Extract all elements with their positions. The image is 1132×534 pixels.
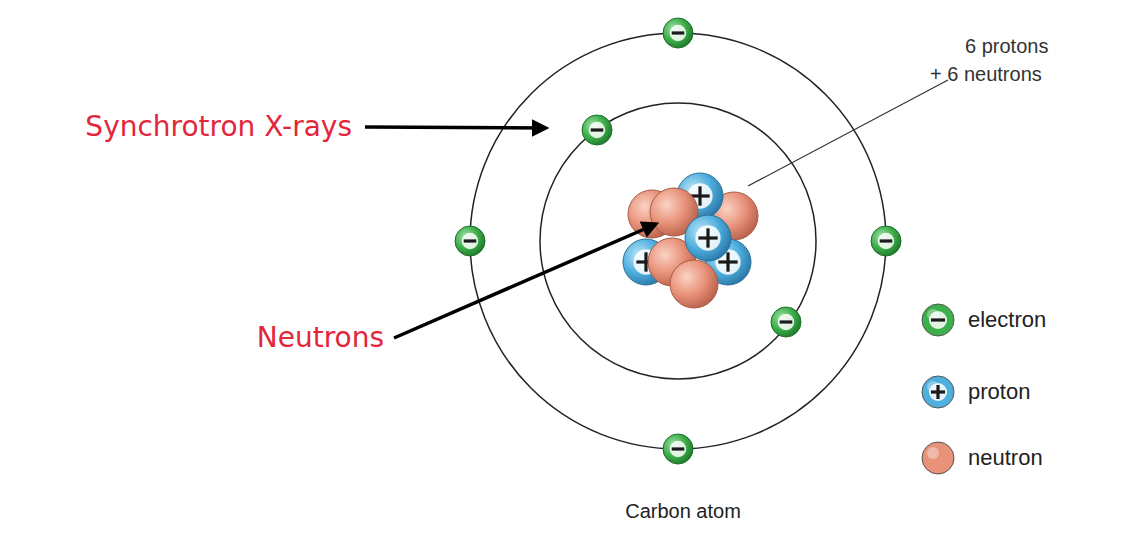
legend-swatch [922,442,954,474]
sign-bar [726,252,729,271]
sign-bar [780,320,793,323]
legend-text: electron [968,307,1046,333]
sign-bar [672,31,685,34]
pointer-arrow [394,224,656,338]
pointer-label: Synchrotron X-rays [85,110,352,143]
sign-ground [670,441,687,458]
electrons [455,18,901,464]
sign-bar [936,385,939,399]
legend-swatch [922,304,954,336]
sign-ground [929,311,947,329]
nucleus [623,173,758,308]
leader-line [748,80,948,186]
legend-text: proton [968,379,1030,405]
caption: Carbon atom [625,500,741,523]
swatch-highlight [927,447,939,459]
electron-sphere [663,434,693,464]
sign-ground [878,233,895,250]
sign-bar [931,318,945,321]
pointer-arrow [365,127,546,128]
sign-bar [644,252,647,271]
sign-bar [706,228,709,247]
sign-bar [880,239,893,242]
sign-ground [695,225,720,250]
legend-text: neutron [968,445,1043,471]
outer-orbit [470,33,886,449]
legend-samples [922,304,954,474]
proton-sphere [685,215,731,261]
sign-ground [670,25,687,42]
electron-sphere [455,226,485,256]
electron-sphere [663,18,693,48]
sign-bar [672,447,685,450]
sign-bar [698,186,701,205]
sign-ground [589,122,606,139]
electron-sphere [771,307,801,337]
inner-orbit [540,103,816,379]
pointer-label: Neutrons [257,321,384,354]
electron-sphere [871,226,901,256]
nucleus-note: 6 protons + 6 neutrons [930,32,1060,88]
legend-swatch [922,376,954,408]
sign-bar [464,239,477,242]
electron-sphere [582,115,612,145]
sign-ground [929,383,947,401]
sign-ground [462,233,479,250]
neutron-sphere [670,260,718,308]
sign-bar [591,128,604,131]
sign-ground [778,314,795,331]
